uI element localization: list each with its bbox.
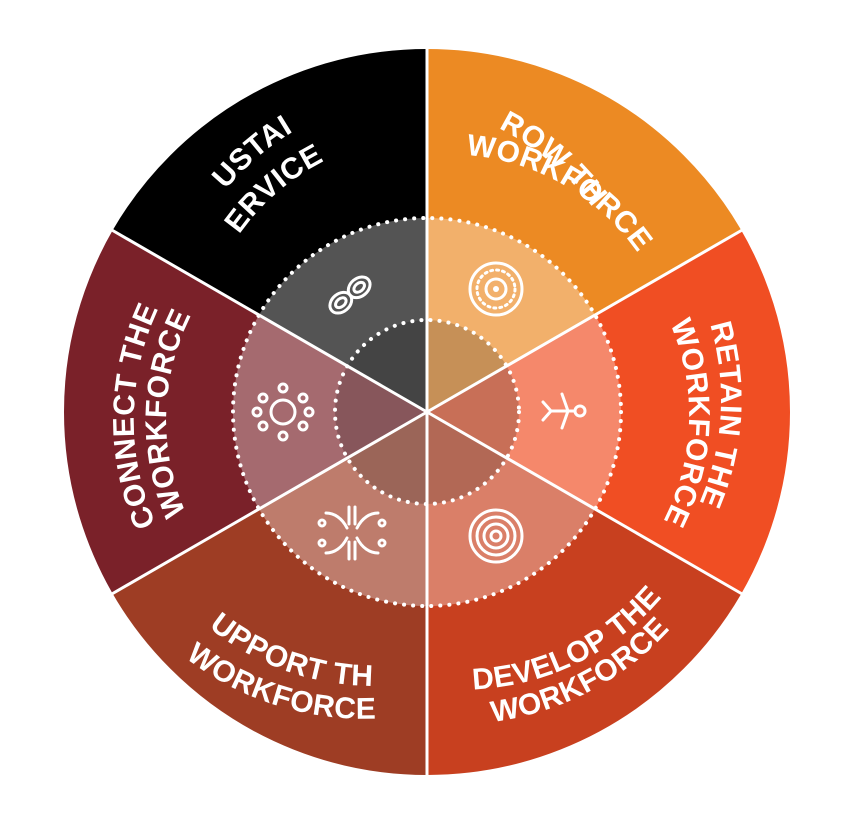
sun-dots-icon bbox=[468, 261, 524, 317]
hands-cluster-icon bbox=[317, 505, 387, 561]
segment-support-workforce bbox=[111, 412, 428, 776]
segment-retain-workforce bbox=[427, 230, 791, 594]
segment-dividers bbox=[109, 46, 745, 778]
meeting-place-icon bbox=[251, 382, 315, 442]
segment-develop-workforce bbox=[427, 412, 743, 776]
segment-connect-workforce bbox=[63, 230, 427, 594]
wheel-segments bbox=[63, 48, 791, 776]
outer-dotted-ring bbox=[231, 216, 623, 608]
concentric-circles-icon bbox=[468, 508, 524, 564]
segment-grow-workforce bbox=[427, 48, 743, 412]
wheel-outline bbox=[62, 47, 792, 777]
infinity-loop-icon bbox=[328, 275, 372, 315]
segment-sustain-services bbox=[111, 48, 428, 412]
figure-icon bbox=[541, 392, 587, 430]
inner-dotted-ring bbox=[333, 318, 521, 506]
segment-icons bbox=[251, 261, 587, 564]
